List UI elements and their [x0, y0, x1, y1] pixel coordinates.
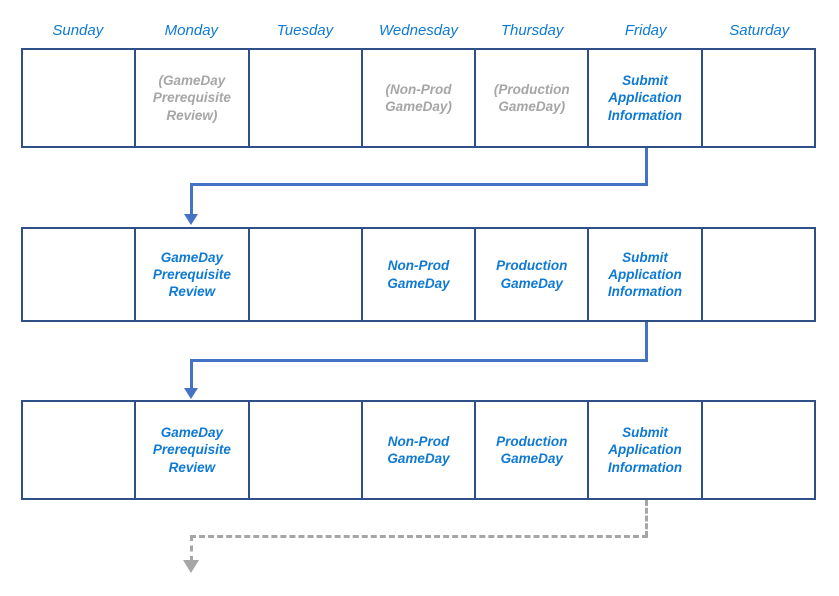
cell-week2-thursday[interactable]: Production GameDay [476, 229, 590, 320]
cell-week3-friday[interactable]: Submit Application Information [589, 402, 703, 498]
connector-1-arrowhead-icon [184, 214, 198, 225]
day-header-friday: Friday [624, 22, 667, 39]
cell-week1-saturday[interactable] [703, 50, 814, 146]
cell-week2-sunday[interactable] [23, 229, 137, 320]
connector-3-vertical-drop [190, 535, 193, 562]
connector-3-arrowhead-icon [183, 560, 199, 573]
connector-1-vertical-drop [190, 183, 193, 216]
cell-week1-tuesday[interactable] [250, 50, 363, 146]
cell-week1-friday[interactable]: Submit Application Information [589, 50, 703, 146]
cell-week2-friday[interactable]: Submit Application Information [589, 229, 703, 320]
cell-week2-tuesday[interactable] [250, 229, 363, 320]
cell-week1-thursday[interactable]: (Production GameDay) [476, 50, 590, 146]
connector-2-vertical-drop [190, 359, 193, 391]
connector-1-vertical-down [645, 148, 648, 186]
cell-week3-monday[interactable]: GameDay Prerequisite Review [136, 402, 250, 498]
day-header-row: Sunday Monday Tuesday Wednesday Thursday… [21, 18, 816, 44]
week-row-1: (GameDay Prerequisite Review) (Non-Prod … [21, 48, 816, 148]
connector-3-vertical-down [645, 500, 648, 537]
day-header-wednesday: Wednesday [379, 22, 458, 39]
connector-2-arrowhead-icon [184, 388, 198, 399]
connector-2-vertical-down [645, 322, 648, 362]
cell-week3-tuesday[interactable] [250, 402, 363, 498]
cell-week2-monday[interactable]: GameDay Prerequisite Review [136, 229, 250, 320]
cell-week1-monday[interactable]: (GameDay Prerequisite Review) [136, 50, 250, 146]
connector-2-horizontal [190, 359, 648, 362]
week-row-2: GameDay Prerequisite Review Non-Prod Gam… [21, 227, 816, 322]
cell-week3-thursday[interactable]: Production GameDay [476, 402, 590, 498]
day-header-sunday: Sunday [52, 22, 104, 39]
cell-week3-saturday[interactable] [703, 402, 814, 498]
cell-week1-wednesday[interactable]: (Non-Prod GameDay) [363, 50, 477, 146]
connector-1-horizontal [190, 183, 648, 186]
day-header-monday: Monday [164, 22, 219, 39]
connector-3-horizontal [190, 535, 648, 538]
day-header-thursday: Thursday [500, 22, 564, 39]
day-header-tuesday: Tuesday [276, 22, 334, 39]
cell-week3-wednesday[interactable]: Non-Prod GameDay [363, 402, 477, 498]
day-header-saturday: Saturday [729, 22, 790, 39]
cell-week3-sunday[interactable] [23, 402, 137, 498]
cell-week2-wednesday[interactable]: Non-Prod GameDay [363, 229, 477, 320]
week-row-3: GameDay Prerequisite Review Non-Prod Gam… [21, 400, 816, 500]
cell-week1-sunday[interactable] [23, 50, 137, 146]
cell-week2-saturday[interactable] [703, 229, 814, 320]
